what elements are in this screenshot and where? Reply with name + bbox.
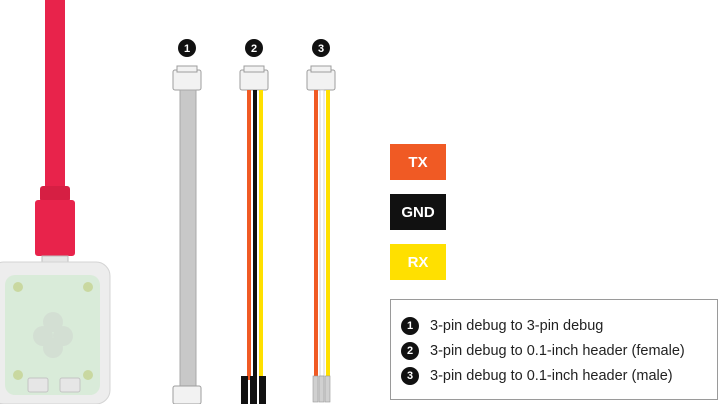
cable-1-wire (179, 89, 197, 387)
legend-number-badge: 3 (401, 367, 419, 385)
legend-number-badge: 2 (401, 342, 419, 360)
cable-2-badge: 2 (245, 39, 263, 57)
legend-item-text: 3-pin debug to 0.1-inch header (male) (430, 368, 673, 384)
debug-probe-illustration (0, 0, 111, 404)
cable-3-top-connector (306, 69, 336, 91)
legend-item: 1 3-pin debug to 3-pin debug (401, 314, 603, 338)
legend-item-text: 3-pin debug to 3-pin debug (430, 318, 604, 334)
debug-probe-board (5, 275, 100, 395)
cable-2-number: 2 (251, 43, 257, 55)
cable-1 (172, 65, 202, 404)
probe-port-left (27, 377, 49, 393)
cable-1-badge: 1 (178, 39, 196, 57)
cable-1-top-connector (172, 69, 202, 91)
cable-3 (306, 65, 336, 403)
legend-item: 3 3-pin debug to 0.1-inch header (male) (401, 364, 673, 388)
cable-3-male-pins (312, 375, 319, 403)
probe-corner-hole (83, 370, 93, 380)
legend-number-badge: 1 (401, 317, 419, 335)
raspberry-logo-icon (33, 312, 73, 358)
pin-rx-label: RX (390, 244, 446, 280)
usb-cable (45, 0, 65, 196)
cable-2-gnd-wire (253, 90, 257, 380)
legend-item-text: 3-pin debug to 0.1-inch header (female) (430, 343, 685, 359)
cable-legend: 1 3-pin debug to 3-pin debug 2 3-pin deb… (390, 299, 718, 400)
cable-2-rx-wire (259, 90, 263, 380)
cable-3-tx-wire (314, 90, 318, 376)
pin-tx-label: TX (390, 144, 446, 180)
probe-corner-hole (13, 282, 23, 292)
legend-item: 2 3-pin debug to 0.1-inch header (female… (401, 339, 685, 363)
usb-strain-relief (40, 186, 70, 202)
cable-2-tx-wire (247, 90, 251, 380)
probe-port-right (59, 377, 81, 393)
probe-corner-hole (83, 282, 93, 292)
cable-3-gnd-wire (319, 89, 325, 377)
cable-2-top-connector (239, 69, 269, 91)
cable-3-number: 3 (318, 43, 324, 55)
cable-3-rx-wire (326, 90, 330, 376)
probe-corner-hole (13, 370, 23, 380)
cable-3-badge: 3 (312, 39, 330, 57)
usb-plug (35, 200, 75, 256)
cable-1-bottom-connector (172, 385, 202, 404)
cable-2 (239, 65, 269, 404)
cable-2-female-header (241, 376, 248, 404)
cable-1-number: 1 (184, 43, 190, 55)
pin-gnd-label: GND (390, 194, 446, 230)
